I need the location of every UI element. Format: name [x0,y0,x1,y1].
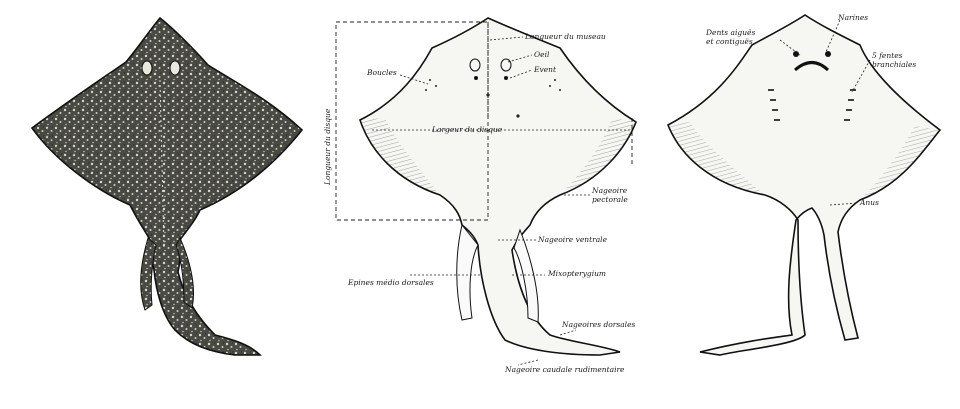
left-fin-hatch [32,125,130,205]
label-boucles: Boucles [366,68,397,77]
label-nageoire-ventrale: Nageoire ventrale [537,235,608,244]
panel-dorsal-shaded [30,16,304,356]
left-nostril-icon [793,51,799,57]
right-eye-icon [169,60,181,76]
ray-body-dark [30,16,304,356]
mouth-icon [794,61,830,72]
right-fin-hatch [200,125,302,210]
label-nageoire-caudale: Nageoire caudale rudimentaire [504,365,625,374]
right-pectoral-shade [560,118,636,195]
left-eye-icon [469,58,481,72]
label-event: Event [533,65,557,74]
left-clasper [140,237,157,311]
panel-dorsal-annotated [335,17,637,366]
label-nageoire-pectorale-1: Nageoire [591,186,628,195]
labels-dorsal: Longueur du museau Oeil Event Boucles La… [323,32,636,374]
right-eye-icon [500,58,512,72]
label-epines-medio-dorsales: Epines médio dorsales [347,278,434,287]
right-clasper [513,228,539,323]
label-nageoires-dorsales: Nageoires dorsales [561,320,636,329]
left-clasper [456,223,479,321]
label-mixopterygium: Mixopterygium [547,269,606,278]
label-fentes-2: branchiales [872,60,916,69]
right-clasper [175,236,194,309]
dorsal-midline [159,79,165,251]
left-pectoral-shade [360,118,440,195]
label-dents-1: Dents aiguës [705,28,755,37]
label-narines: Narines [837,13,868,22]
label-longueur-disque: Longueur du disque [323,108,332,186]
right-spiracle-icon [504,76,508,80]
label-oeil: Oeil [534,50,550,59]
left-gill-slits [768,89,780,121]
label-fentes-1: 5 fentes [872,51,903,60]
label-longueur-museau: Longueur du museau [524,32,606,41]
right-gill-slits [844,89,856,121]
boucles-dots [425,79,561,118]
left-eye-icon [141,60,153,76]
labels-ventral: Narines Dents aiguës et contiguës 5 fent… [705,13,916,207]
left-spiracle-icon [474,76,478,80]
label-nageoire-pectorale-2: pectorale [592,195,628,204]
right-nostril-icon [825,51,831,57]
label-largeur-disque: Largeur du disque [431,125,503,134]
left-fin-hatch [668,122,765,195]
label-dents-2: et contiguës [706,37,753,46]
panel-ventral-annotated [666,14,942,356]
right-fin-hatch [860,126,940,200]
label-anus: Anus [859,198,879,207]
